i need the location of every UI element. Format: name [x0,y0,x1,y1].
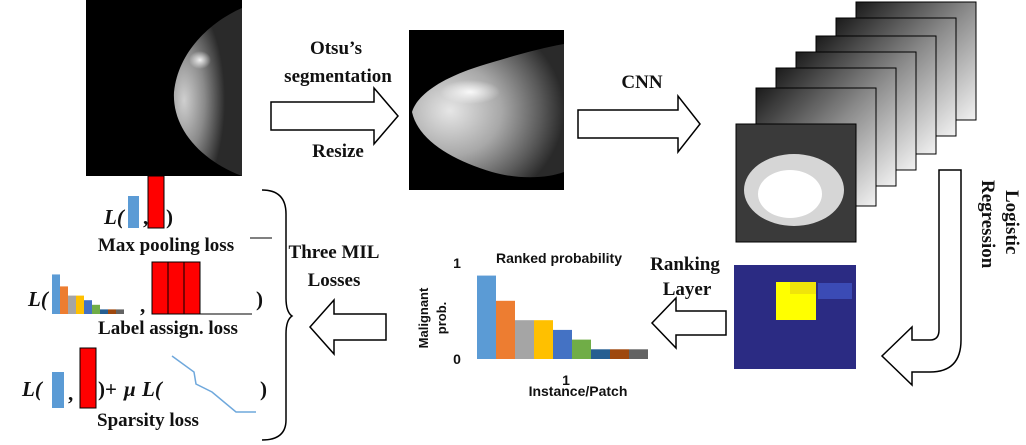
mini-bar-4 [76,295,84,314]
feature-map-stack [735,1,977,243]
original-mammogram-image [86,0,242,176]
y-tick-0: 0 [453,351,461,367]
mini-bar-7 [100,309,108,314]
svg-text:): ) [256,287,263,311]
ranked-probability-chart: Ranked probability Instance/Patch Malign… [416,250,648,399]
otsu-label: Otsu’s [310,38,362,59]
label-assign-loss-formula: L( , ) [27,261,263,317]
otsu-resize-arrow [270,85,399,147]
svg-text:): ) [260,377,267,401]
svg-text:L(: L( [141,377,164,401]
probability-map [734,265,856,369]
ranking-arrow [650,296,727,350]
label-bar-icon [79,347,97,409]
svg-text:,: , [68,381,73,405]
svg-text:,: , [143,205,148,229]
ranked-bar-3 [515,320,534,359]
ranked-bar-6 [572,339,591,359]
sparsity-loss-formula: L( , )+ μ L( ) [21,347,267,413]
svg-text:L(: L( [21,377,44,401]
cnn-arrow [577,93,701,155]
max-pooling-loss-formula: L( , ) [103,175,272,239]
label-bar-icon [183,261,201,315]
mini-bar-8 [108,309,116,314]
y-tick-1: 1 [453,255,461,271]
segmentation-label: segmentation [284,66,392,87]
losses-label: Losses [308,270,361,291]
ranked-bar-8 [610,349,629,359]
ranked-bar-5 [553,329,572,359]
svg-text:L(: L( [27,287,50,311]
chart-ylabel-line1: Malignant [416,287,431,348]
chart-title: Ranked probability [496,250,622,266]
max-pooling-loss-label: Max pooling loss [98,235,234,256]
cnn-label: CNN [621,72,662,93]
sparsity-loss-label: Sparsity loss [97,410,199,431]
mini-bar-3 [68,295,76,314]
svg-text:L(: L( [103,205,126,229]
mini-bar-6 [92,304,100,314]
label-bar-icon [167,261,185,315]
segmented-mammogram-image [409,30,564,190]
sparsity-curve [171,355,256,413]
regression-label: Regression [977,180,998,269]
three-mil-label: Three MIL [289,242,380,263]
svg-text:): ) [166,205,173,229]
ranked-bar-7 [591,349,610,359]
layer-label: Layer [663,279,712,300]
mini-bar-2 [60,286,68,314]
chart-xlabel: Instance/Patch [529,383,628,399]
ranked-bar-2 [496,300,515,359]
ranked-bar-1 [477,275,496,359]
chart-ylabel-line2: prob. [434,302,449,335]
ranked-bar-9 [629,349,648,359]
svg-text:,: , [140,293,145,317]
logistic-label: Logistic [1001,190,1022,254]
label-assign-loss-label: Label assign. loss [98,318,238,339]
ranked-mini-bars [52,274,124,314]
logistic-regression-arrow [880,169,962,387]
losses-bracket [261,189,294,441]
label-bar-icon [151,261,169,315]
resize-label: Resize [312,141,364,162]
svg-text:)+: )+ [98,377,117,401]
pred-bar-icon [52,372,64,408]
mini-bar-9 [116,309,124,314]
x-tick-1: 1 [562,372,570,388]
ranked-bar-4 [534,320,553,359]
label-bar-icon [147,175,165,229]
mini-bar-5 [84,300,92,314]
pred-bar-icon [128,196,139,228]
ranking-label: Ranking [650,254,720,275]
three-mil-losses-arrow [308,298,387,356]
mu-symbol: μ [123,377,136,401]
mini-bar-1 [52,274,60,314]
